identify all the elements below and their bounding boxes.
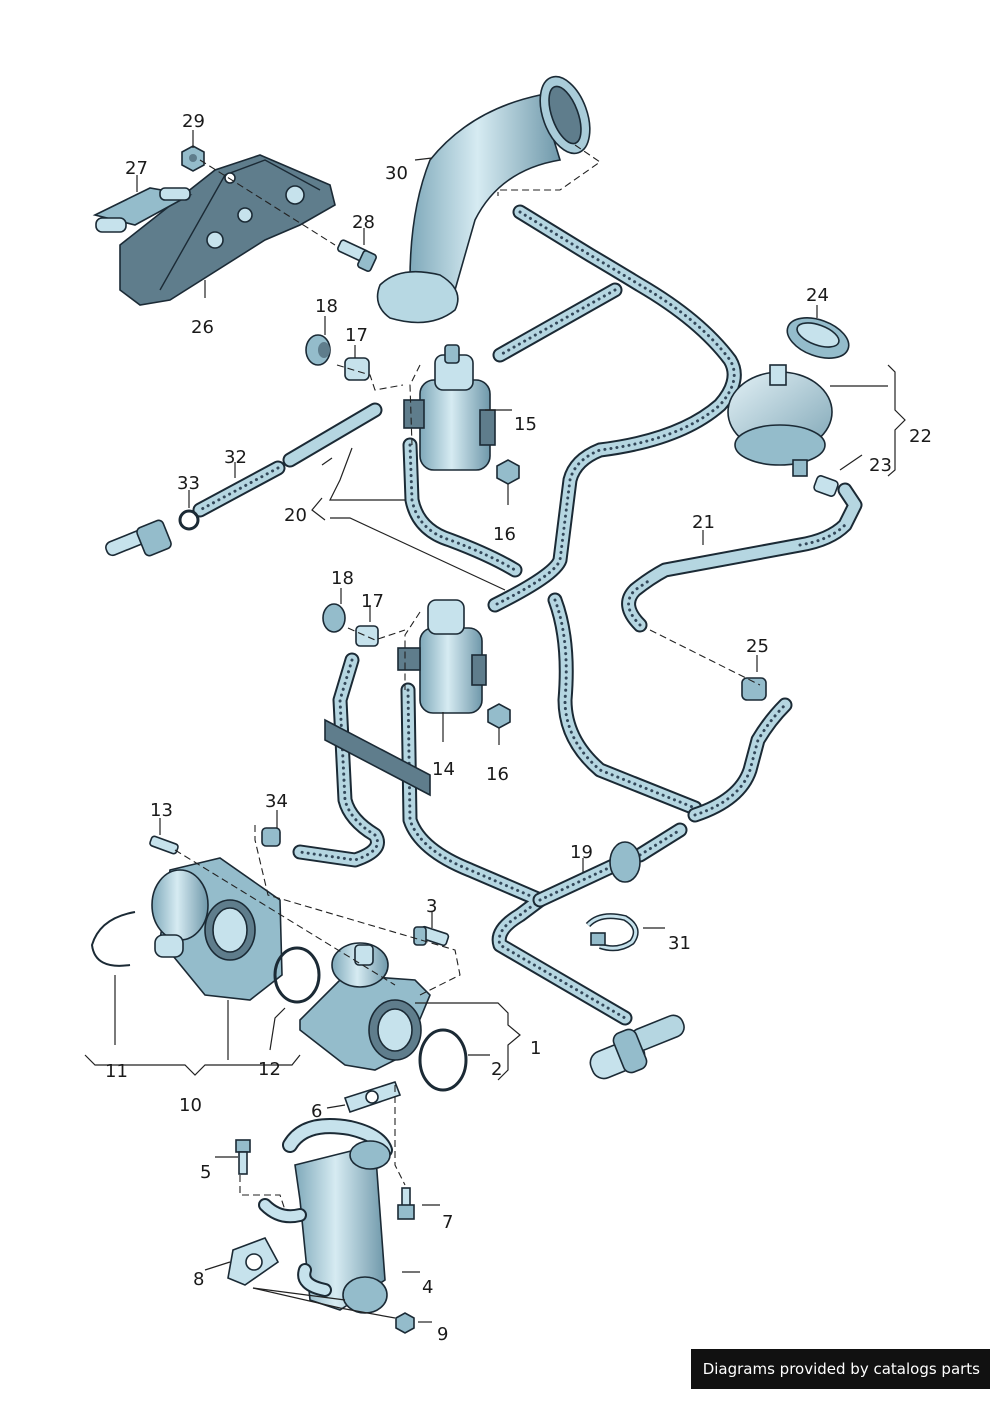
callout-11: 11 — [105, 1061, 128, 1082]
callout-4: 4 — [422, 1277, 433, 1298]
callout-3: 3 — [426, 896, 437, 917]
callout-22: 22 — [909, 426, 932, 447]
grommet-18-top — [305, 334, 331, 366]
t-connector — [589, 1014, 685, 1080]
callout-15: 15 — [514, 414, 537, 435]
callout-19: 19 — [570, 842, 593, 863]
mounting-bracket — [92, 154, 336, 306]
egr-valve-1 — [299, 942, 431, 1071]
callout-8: 8 — [193, 1269, 204, 1290]
spacer-17-top — [344, 357, 370, 381]
intake-elbow-pipe — [376, 75, 591, 324]
pressure-converter-valve-15 — [403, 344, 496, 471]
o-ring-2 — [418, 1028, 468, 1092]
o-ring-12 — [273, 946, 321, 1004]
clip-34 — [261, 827, 281, 847]
callout-34: 34 — [265, 791, 288, 812]
callout-10: 10 — [179, 1095, 202, 1116]
egr-cooler-4 — [258, 1118, 393, 1314]
callout-29: 29 — [182, 111, 205, 132]
valve-holder-bar — [324, 718, 431, 797]
callout-16-lower: 16 — [486, 764, 509, 785]
callout-13: 13 — [150, 800, 173, 821]
callout-31: 31 — [668, 933, 691, 954]
callout-18-lower: 18 — [331, 568, 354, 589]
nut-29 — [181, 145, 205, 172]
callout-14: 14 — [432, 759, 455, 780]
callout-labels: 1 2 3 4 5 6 7 8 9 10 11 12 13 14 15 16 1… — [105, 111, 932, 1345]
non-return-valve-19 — [609, 841, 641, 883]
callout-30: 30 — [385, 163, 408, 184]
callout-25: 25 — [746, 636, 769, 657]
grommet-25 — [741, 677, 767, 701]
callout-1: 1 — [530, 1038, 541, 1059]
pressure-converter-valve-14 — [397, 599, 487, 714]
vacuum-hoses — [192, 204, 863, 1026]
bolt-5 — [235, 1139, 251, 1175]
connector-23 — [813, 475, 839, 497]
bolt-7 — [397, 1187, 415, 1220]
callout-7: 7 — [442, 1212, 453, 1233]
vacuum-reservoir-22 — [727, 364, 833, 477]
nut-16-lower — [487, 703, 511, 729]
grommet-18-lower — [322, 603, 346, 633]
callout-17-top: 17 — [345, 325, 368, 346]
cap-24 — [786, 317, 850, 359]
callout-26: 26 — [191, 317, 214, 338]
credit-badge: Diagrams provided by catalogs parts — [690, 1349, 990, 1389]
wire-seal-11 — [90, 911, 136, 967]
gasket-8 — [227, 1237, 280, 1286]
callout-16-top: 16 — [493, 524, 516, 545]
callout-20: 20 — [284, 505, 307, 526]
throttle-housing-10 — [151, 857, 283, 1001]
nut-16-top — [496, 459, 520, 485]
callout-28: 28 — [352, 212, 375, 233]
connector-33 — [105, 509, 200, 557]
callout-23: 23 — [869, 455, 892, 476]
bolt-13 — [149, 835, 179, 855]
callout-9: 9 — [437, 1324, 448, 1345]
callout-5: 5 — [200, 1162, 211, 1183]
callout-33: 33 — [177, 473, 200, 494]
callout-27: 27 — [125, 158, 148, 179]
callout-12: 12 — [258, 1059, 281, 1080]
callout-21: 21 — [692, 512, 715, 533]
callout-6: 6 — [311, 1101, 322, 1122]
gasket-6 — [343, 1081, 402, 1114]
callout-24: 24 — [806, 285, 829, 306]
leader-lines — [84, 130, 906, 1323]
assembly-guide-lines — [174, 144, 761, 1319]
callout-18-top: 18 — [315, 296, 338, 317]
bolt-28 — [337, 239, 377, 272]
callout-32: 32 — [224, 447, 247, 468]
nut-9 — [395, 1312, 415, 1334]
callout-17-lower: 17 — [361, 591, 384, 612]
hose-clamp-31 — [585, 913, 639, 952]
callout-2: 2 — [491, 1059, 502, 1080]
spacer-17-lower — [355, 625, 379, 647]
